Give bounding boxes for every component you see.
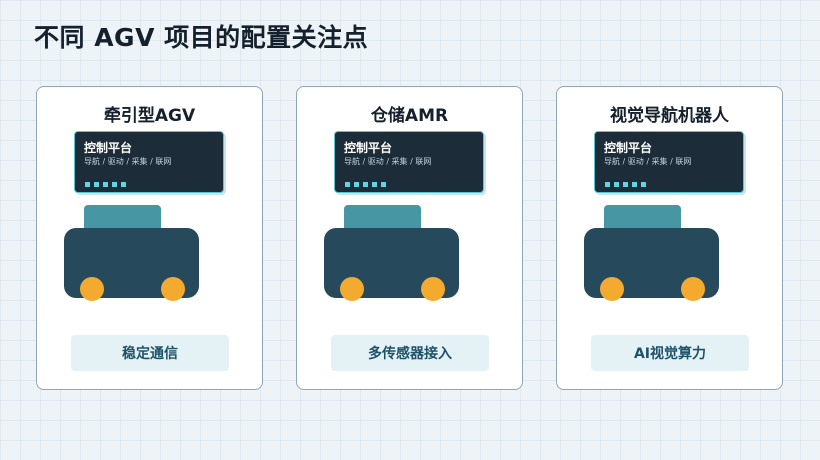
card-title: 视觉导航机器人 [610, 106, 729, 126]
control-platform-panel: 控制平台 导航 / 驱动 / 采集 / 联网 [334, 131, 484, 193]
panel-title: 控制平台 [84, 141, 133, 155]
status-dot [381, 182, 386, 187]
status-dot [94, 182, 99, 187]
panel-subtitle: 导航 / 驱动 / 采集 / 联网 [344, 157, 432, 166]
panel-title: 控制平台 [604, 141, 653, 155]
status-dot [605, 182, 610, 187]
status-dot [103, 182, 108, 187]
status-dot [112, 182, 117, 187]
card-title: 牵引型AGV [103, 106, 196, 126]
status-dot [354, 182, 359, 187]
agv-card-vision: 视觉导航机器人 控制平台 导航 / 驱动 / 采集 / 联网 AI视觉算力 [556, 86, 783, 390]
panel-subtitle: 导航 / 驱动 / 采集 / 联网 [84, 157, 172, 166]
status-dot [372, 182, 377, 187]
status-dot [345, 182, 350, 187]
card-title: 仓储AMR [370, 106, 449, 126]
agv-card-tow: 牵引型AGV 控制平台 导航 / 驱动 / 采集 / 联网 稳定通信 [36, 86, 263, 390]
control-platform-panel: 控制平台 导航 / 驱动 / 采集 / 联网 [594, 131, 744, 193]
page-title: 不同 AGV 项目的配置关注点 [34, 23, 369, 52]
panel-subtitle: 导航 / 驱动 / 采集 / 联网 [604, 157, 692, 166]
panel-title: 控制平台 [344, 141, 393, 155]
wheel-icon [600, 277, 624, 301]
status-dot [632, 182, 637, 187]
wheel-icon [161, 277, 185, 301]
agv-card-warehouse: 仓储AMR 控制平台 导航 / 驱动 / 采集 / 联网 多传感器接入 [296, 86, 523, 390]
feature-badge: AI视觉算力 [591, 335, 749, 371]
wheel-icon [681, 277, 705, 301]
status-dot [623, 182, 628, 187]
status-dot [121, 182, 126, 187]
status-dot [641, 182, 646, 187]
wheel-icon [340, 277, 364, 301]
status-dot [363, 182, 368, 187]
feature-badge: 多传感器接入 [331, 335, 489, 371]
feature-badge: 稳定通信 [71, 335, 229, 371]
control-platform-panel: 控制平台 导航 / 驱动 / 采集 / 联网 [74, 131, 224, 193]
status-dot [85, 182, 90, 187]
wheel-icon [80, 277, 104, 301]
status-dot [614, 182, 619, 187]
wheel-icon [421, 277, 445, 301]
